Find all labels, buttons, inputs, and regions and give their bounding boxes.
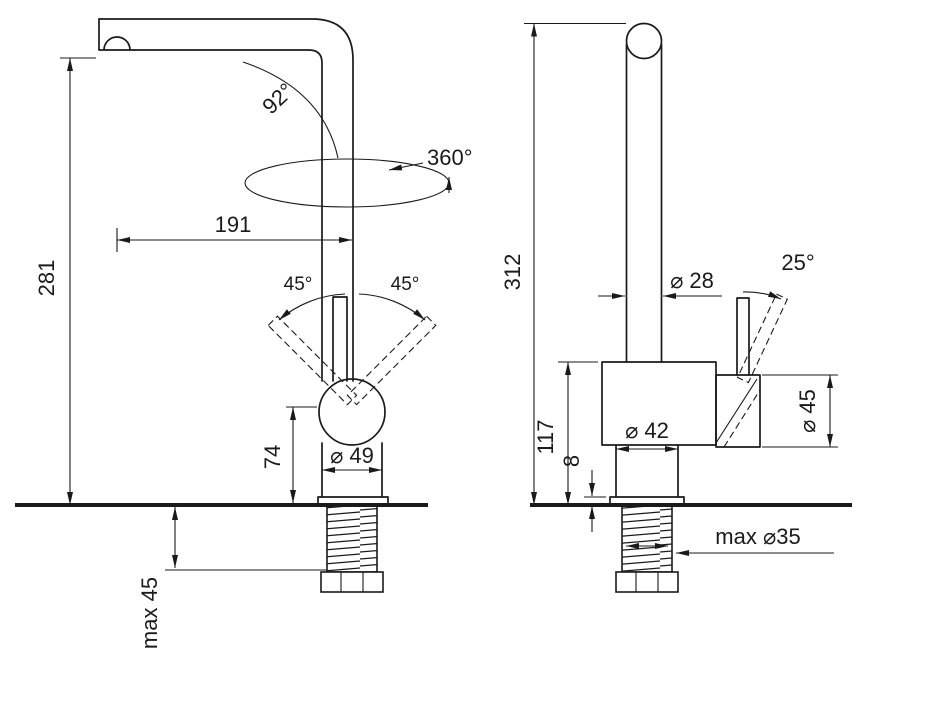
spout-inner-outline — [133, 49, 323, 382]
handle-mount-facet — [715, 378, 758, 444]
mounting-nut-front — [615, 571, 679, 593]
dim-d49-label: ⌀ 49 — [330, 443, 374, 468]
handle-swing-left-label: 45° — [284, 274, 313, 295]
threaded-shank — [326, 504, 378, 573]
dim-191-label: 191 — [215, 212, 252, 237]
dim-74-label: 74 — [260, 445, 285, 469]
dim-max45-label: max 45 — [137, 577, 162, 649]
handle-lever-tilt-position — [736, 293, 789, 384]
swivel-leader-arrow — [388, 162, 424, 171]
spout-outer-outline — [98, 18, 354, 382]
mounting-nut-front-facets — [635, 572, 659, 592]
mounting-nut — [320, 571, 384, 593]
handle-lever-front — [736, 297, 750, 376]
swivel-ellipse — [244, 158, 450, 208]
spout-angle-arc — [242, 61, 339, 159]
swivel-angle-label: 360° — [427, 145, 473, 170]
handle-lever-left-position — [267, 315, 358, 406]
spout-tip-aerator — [98, 18, 135, 51]
handle-swing-arc-right — [358, 293, 426, 321]
handle-swing-arc-left — [278, 293, 346, 321]
dim-117-label: 117 — [533, 419, 558, 454]
dim-8-label: 8 — [559, 455, 584, 467]
threaded-shank-front — [621, 504, 673, 573]
spout-bend-circle — [625, 22, 663, 60]
handle-lever — [332, 296, 348, 382]
dim-d42-label: ⌀ 42 — [625, 418, 669, 443]
front-view: 25° ⌀ 28 312 117 8 ⌀ 42 ⌀ 45 max ⌀ — [500, 22, 852, 593]
dim-maxd35-label: max ⌀35 — [715, 524, 800, 549]
spout-pipe-front — [625, 43, 663, 363]
mounting-nut-facets — [340, 572, 364, 592]
handle-swing-right-label: 45° — [391, 274, 420, 295]
handle-lever-right-position — [346, 315, 437, 406]
handle-tilt-arc — [742, 291, 782, 300]
dim-281-label: 281 — [34, 260, 59, 297]
base-column-front — [615, 444, 679, 498]
handle-tilt-label: 25° — [781, 250, 814, 275]
body-front-outline — [601, 361, 717, 446]
dim-d45-label: ⌀ 45 — [795, 389, 820, 433]
handle-mount-dashed — [723, 389, 761, 448]
dim-312-label: 312 — [500, 254, 525, 291]
spout-angle-label: 92° — [257, 78, 298, 119]
mixer-body-sphere — [318, 378, 386, 446]
handle-mount-block — [715, 374, 761, 448]
dim-d28-label: ⌀ 28 — [670, 268, 714, 293]
side-view: 92° 360° 281 191 45° 45° 74 ⌀ 49 max 45 — [15, 18, 473, 649]
